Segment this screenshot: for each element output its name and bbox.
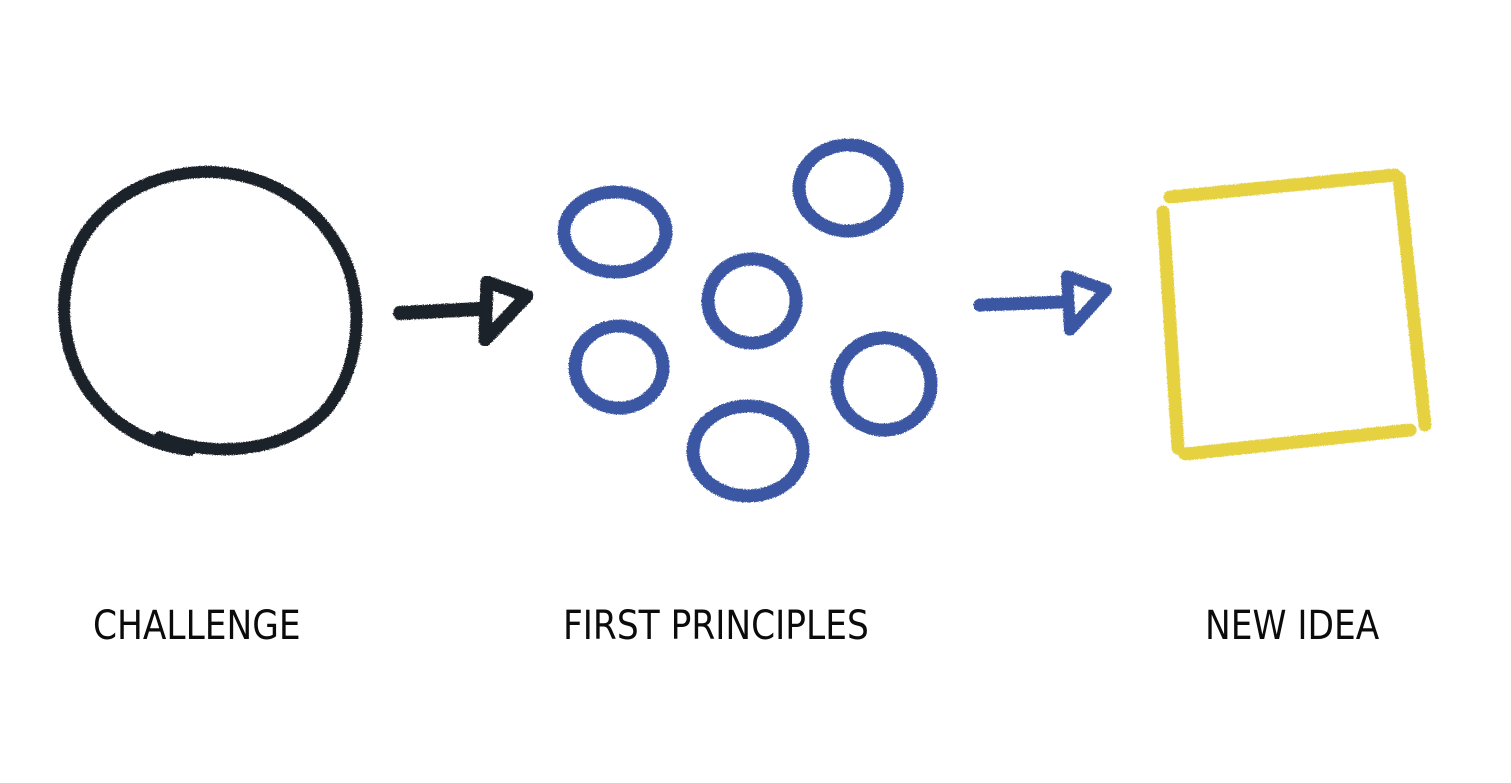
principle-circle-icon [568,319,670,415]
principle-circle-icon [792,138,904,238]
principle-circle-icon [557,185,673,279]
new-idea-square-icon [1156,168,1432,461]
first-principles-cluster [557,138,938,503]
principle-circle-icon [701,252,803,350]
principle-circle-icon [686,399,810,503]
new-idea-label: NEW IDEA [1205,603,1380,649]
first-principles-label: FIRST PRINCIPLES [563,603,869,649]
principle-circle-icon [830,331,938,437]
challenge-circle-icon [58,165,363,456]
challenge-label: CHALLENGE [93,603,301,649]
arrow-right-icon [973,270,1112,336]
arrow-right-icon [393,275,534,347]
